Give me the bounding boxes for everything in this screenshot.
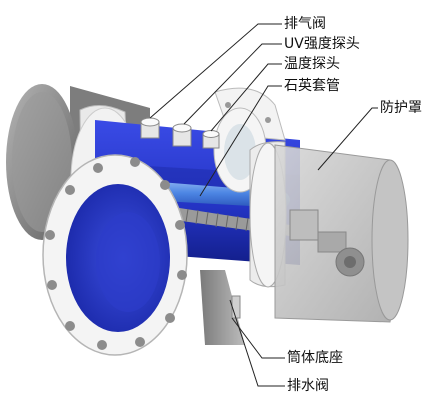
label-temperature-probe: 温度探头 — [284, 56, 340, 72]
uv-probe-body — [172, 123, 192, 147]
front-flange — [42, 154, 188, 356]
leader-temperature-probe — [210, 63, 282, 132]
leader-quartz-sleeve — [199, 85, 282, 197]
label-drain-valve: 排水阀 — [287, 378, 329, 394]
leader-air-vent — [149, 23, 282, 119]
barrel-base — [200, 270, 245, 345]
label-barrel-base: 筒体底座 — [287, 350, 343, 366]
flange-bolt-holes — [45, 157, 187, 350]
drain-valve-pipe — [231, 295, 241, 319]
temperature-probe-body — [202, 130, 220, 149]
label-quartz-sleeve: 石英套管 — [284, 78, 340, 94]
label-air-vent-valve: 排气阀 — [284, 16, 326, 32]
right-protective-cover — [274, 144, 409, 323]
leader-drain-valve — [229, 299, 285, 387]
leader-barrel-base — [231, 317, 285, 359]
leader-lines — [149, 23, 378, 387]
label-protective-cover: 防护罩 — [380, 100, 422, 116]
label-uv-intensity-probe: UV强度探头 — [284, 36, 360, 52]
air-vent-valve-body — [140, 117, 160, 139]
leader-uv-probe — [183, 43, 282, 125]
leader-protective-cover — [317, 107, 378, 171]
top-fittings — [140, 117, 220, 149]
